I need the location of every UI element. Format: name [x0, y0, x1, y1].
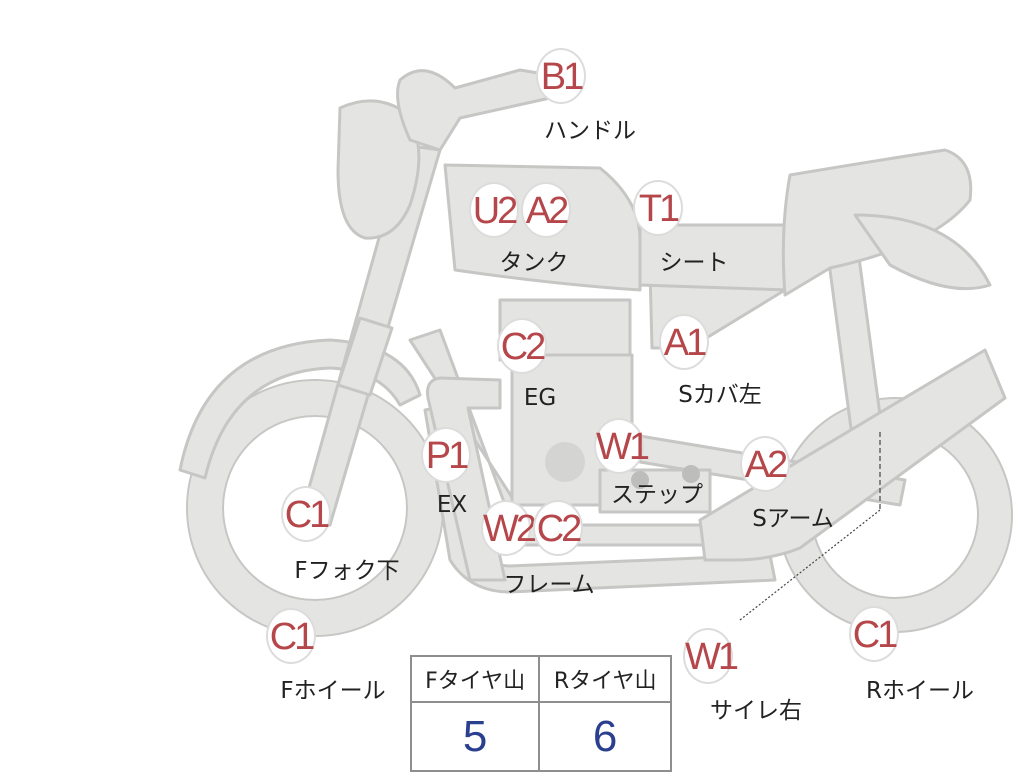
- fork-label: Fフォク下: [294, 558, 400, 584]
- muffler-leader: [739, 509, 881, 621]
- engine-label: EG: [523, 385, 557, 411]
- foot-peg-left: [631, 471, 649, 489]
- rear-wheel-label: Rホイール: [866, 678, 974, 704]
- side-cover-label: Sカバ左: [678, 382, 762, 408]
- muffler: [698, 348, 1007, 562]
- seat-label: シート: [659, 250, 729, 276]
- front-fender: [178, 338, 422, 480]
- rear-tire-header: Rタイヤ山: [538, 655, 672, 703]
- side-cover-marker[interactable]: A1: [659, 314, 709, 370]
- front-wheel-label: Fホイール: [280, 678, 386, 704]
- fork-guard: [336, 316, 394, 397]
- handle-label: ハンドル: [544, 118, 636, 144]
- front-tire-value[interactable]: 5: [409, 701, 541, 772]
- seat-marker[interactable]: T1: [633, 180, 683, 236]
- tire-tread-table: Fタイヤ山 Rタイヤ山 5 6: [409, 655, 672, 772]
- rear-wheel-marker[interactable]: C1: [849, 606, 899, 662]
- frame-label: フレーム: [503, 572, 595, 598]
- muffler-label: サイレ右: [710, 698, 802, 724]
- fork-marker[interactable]: C1: [281, 486, 331, 542]
- headlight: [336, 99, 421, 240]
- step-marker[interactable]: W1: [594, 418, 650, 474]
- handle-marker[interactable]: B1: [536, 48, 586, 104]
- front-wheel: [188, 381, 442, 635]
- tank-label: タンク: [499, 250, 569, 276]
- tail-cowl: [853, 213, 992, 291]
- front-wheel-inner-outline: [222, 415, 408, 601]
- engine-cover: [545, 442, 585, 482]
- rear-tire-value[interactable]: 6: [538, 701, 672, 772]
- engine-marker[interactable]: C2: [497, 318, 547, 374]
- exhaust-label: EX: [436, 492, 468, 518]
- foot-peg-right: [682, 465, 700, 483]
- front-tire-header: Fタイヤ山: [409, 655, 541, 703]
- frame-marker-2[interactable]: C2: [533, 500, 583, 556]
- tank-marker-2[interactable]: A2: [521, 182, 571, 238]
- exhaust-marker[interactable]: P1: [421, 427, 471, 483]
- swing-arm-marker[interactable]: A2: [740, 436, 790, 492]
- tank-marker-1[interactable]: U2: [469, 182, 519, 238]
- handlebar: [396, 68, 552, 152]
- rear-shock: [826, 248, 884, 438]
- front-wheel-marker[interactable]: C1: [266, 608, 316, 664]
- swing-arm-label: Sアーム: [752, 506, 834, 532]
- step-label: ステップ: [611, 482, 703, 508]
- frame-marker-1[interactable]: W2: [481, 500, 537, 556]
- muffler-marker[interactable]: W1: [683, 628, 739, 684]
